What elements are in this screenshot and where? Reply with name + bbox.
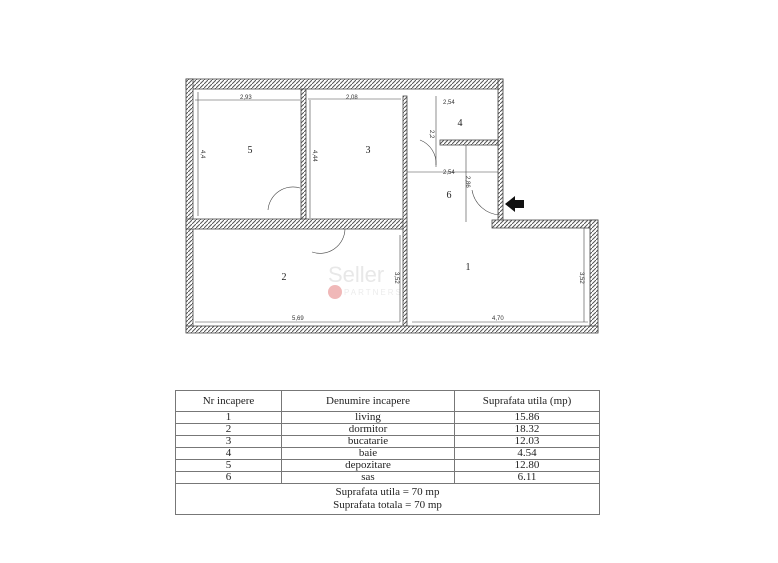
interior-lines [195, 92, 588, 323]
room-nr: 4 [175, 447, 282, 460]
svg-text:5,69: 5,69 [292, 316, 304, 322]
svg-text:4,4: 4,4 [199, 150, 205, 159]
room-name: dormitor [281, 423, 455, 436]
room-area: 12.80 [454, 459, 600, 472]
room-6: 6 [447, 190, 452, 201]
col-header-name: Denumire incapere [281, 390, 455, 412]
totals-cell: Suprafata utila = 70 mp Suprafata totala… [175, 483, 600, 515]
room-area: 4.54 [454, 447, 600, 460]
watermark-logo [328, 285, 342, 299]
svg-text:2,54: 2,54 [443, 100, 455, 106]
room-area: 6.11 [454, 471, 600, 484]
room-2: 2 [282, 272, 287, 283]
room-1: 1 [466, 262, 471, 273]
watermark-text: Seller [328, 262, 385, 287]
total-totala: Suprafata totala = 70 mp [333, 499, 442, 511]
room-area: 12.03 [454, 435, 600, 448]
col-header-area: Suprafata utila (mp) [454, 390, 600, 412]
room-name: sas [281, 471, 455, 484]
room-name: baie [281, 447, 455, 460]
room-name: living [281, 411, 455, 424]
room-nr: 2 [175, 423, 282, 436]
svg-text:2,2: 2,2 [428, 130, 434, 139]
rooms-table: Nr incapere Denumire incapere Suprafata … [175, 390, 600, 515]
floor-plan: 1 2 3 4 5 6 2,93 2,08 2,54 2,2 4,4 4,44 … [185, 78, 599, 334]
svg-text:3,52: 3,52 [393, 272, 399, 284]
svg-text:4,70: 4,70 [492, 316, 504, 322]
room-nr: 3 [175, 435, 282, 448]
room-4: 4 [458, 118, 463, 129]
room-name: depozitare [281, 459, 455, 472]
svg-text:4,44: 4,44 [311, 150, 317, 162]
entrance-arrow-icon [505, 196, 524, 212]
col-header-nr: Nr incapere [175, 390, 282, 412]
room-numbers: 1 2 3 4 5 6 [248, 118, 471, 283]
room-nr: 6 [175, 471, 282, 484]
dimension-labels: 2,93 2,08 2,54 2,2 4,4 4,44 2,54 2,86 3,… [199, 95, 584, 322]
room-3: 3 [366, 145, 371, 156]
svg-text:2,54: 2,54 [443, 170, 455, 176]
watermark-subtext: PARTNERS [344, 288, 403, 297]
room-nr: 5 [175, 459, 282, 472]
svg-text:2,86: 2,86 [464, 176, 470, 188]
room-name: bucatarie [281, 435, 455, 448]
room-area: 15.86 [454, 411, 600, 424]
walls [185, 78, 599, 334]
room-area: 18.32 [454, 423, 600, 436]
total-utila: Suprafata utila = 70 mp [335, 486, 440, 498]
room-nr: 1 [175, 411, 282, 424]
svg-text:2,93: 2,93 [240, 95, 252, 101]
svg-text:3,52: 3,52 [578, 272, 584, 284]
room-5: 5 [248, 145, 253, 156]
svg-text:2,08: 2,08 [346, 95, 358, 101]
